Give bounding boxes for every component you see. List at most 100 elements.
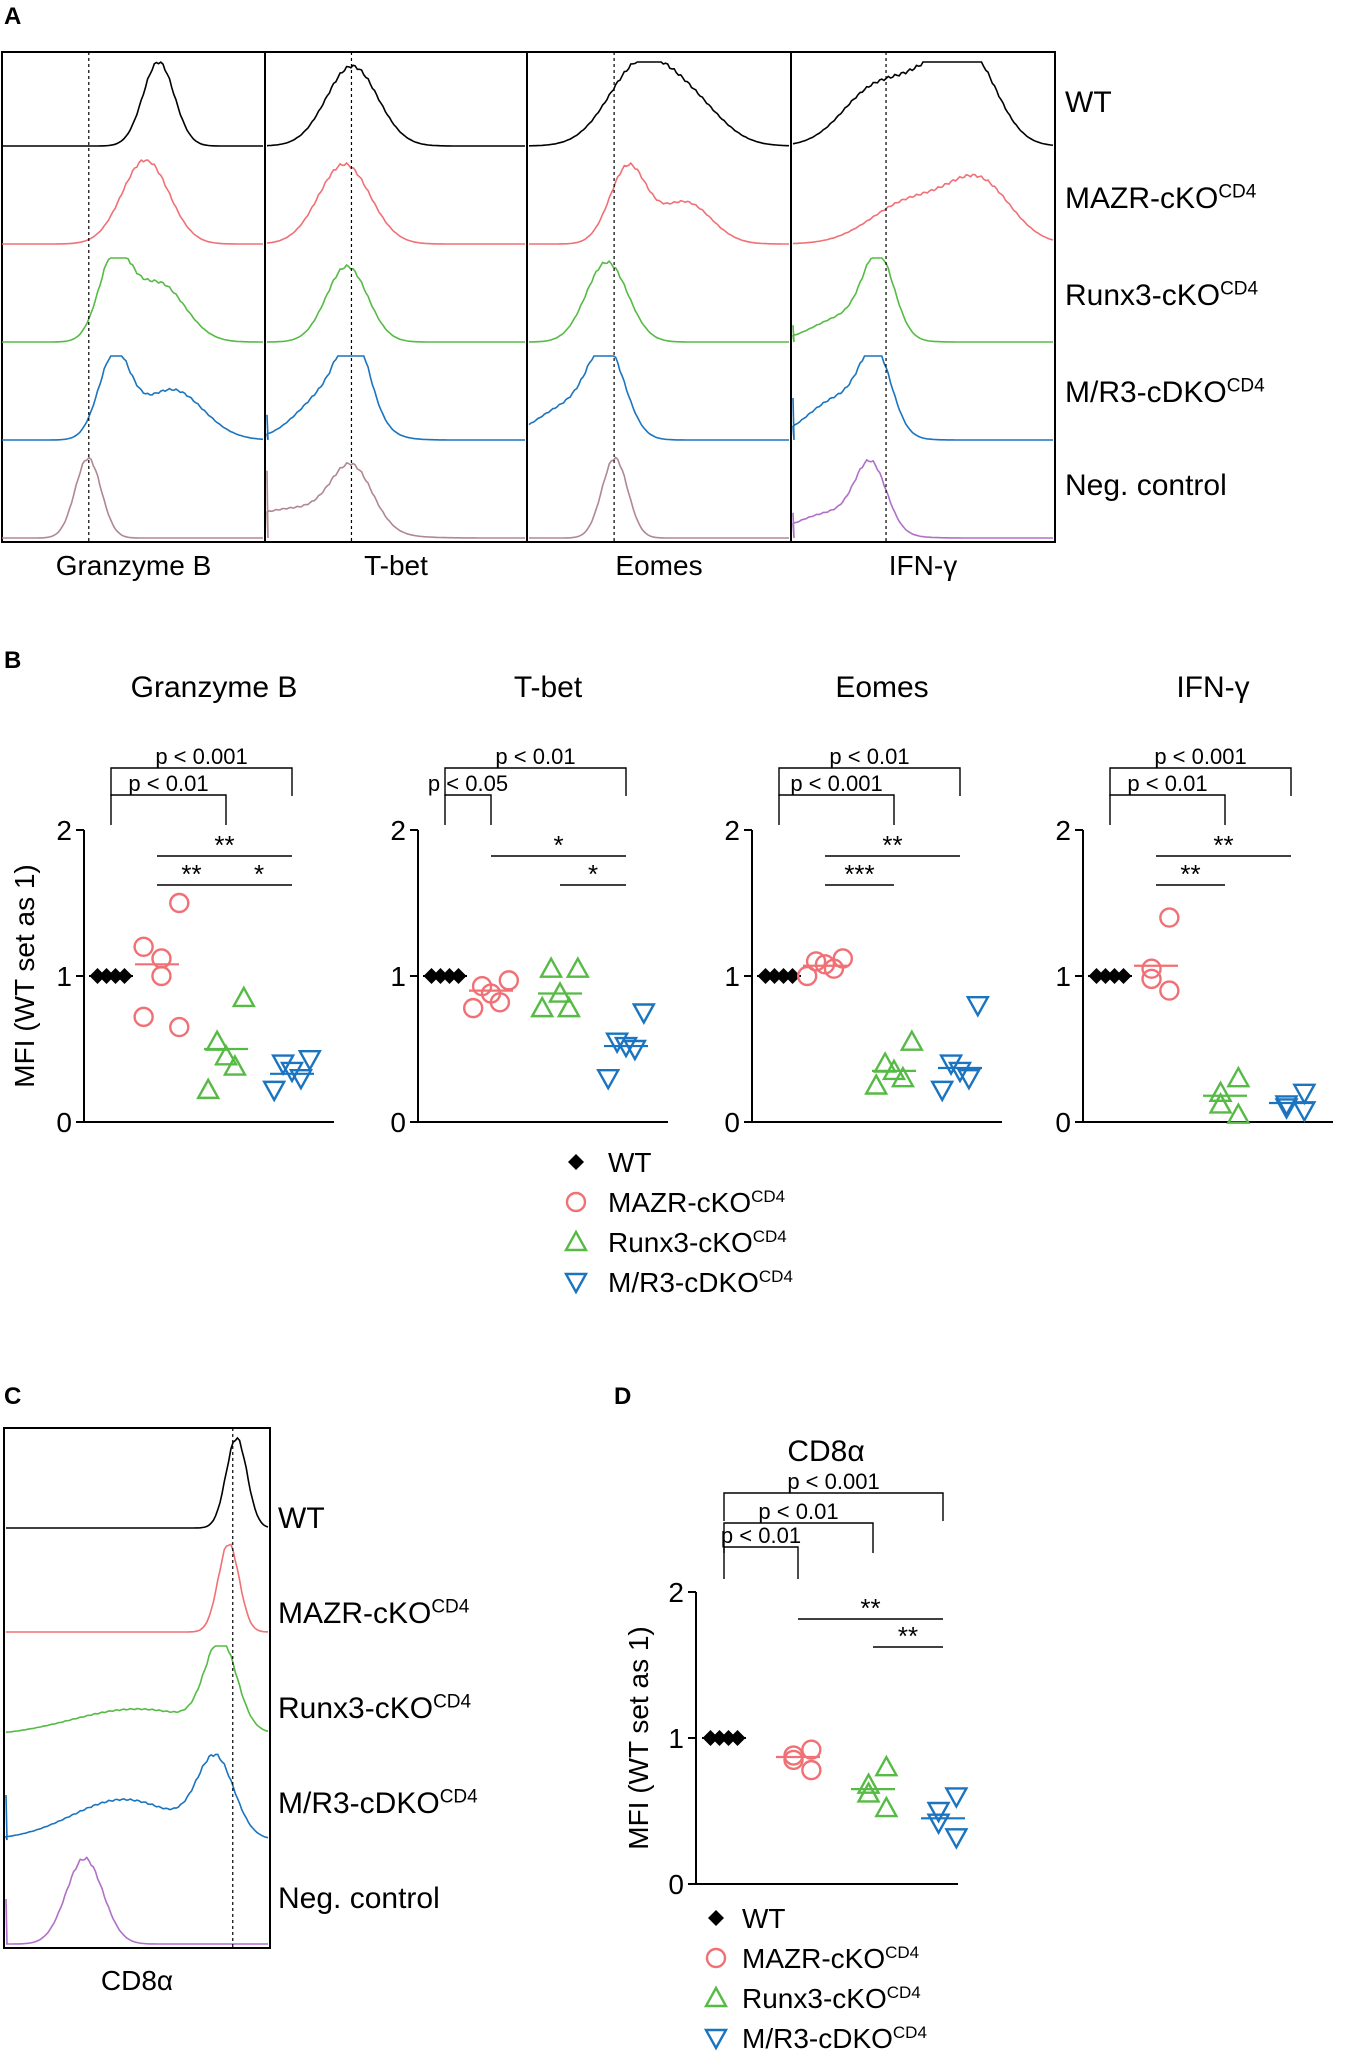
d-legend-marker-runx3 (703, 1985, 729, 2008)
d-legend-label-mr3-sup: CD4 (893, 2023, 927, 2042)
c-row-label-mr3-base: M/R3-cDKO (278, 1787, 440, 1820)
significance-label: * (254, 859, 264, 889)
data-point-mazr (169, 892, 190, 914)
y-tick-label: 2 (668, 1577, 684, 1608)
data-point-runx3 (1226, 1065, 1251, 1088)
histogram-wt-2 (529, 61, 789, 147)
data-point-mazr (1159, 907, 1180, 928)
row-label-mr3-base: M/R3-cDKO (1065, 376, 1227, 409)
p-value-label: p < 0.001 (790, 771, 882, 796)
histogram-mr3-0 (2, 355, 264, 441)
data-point-runx3 (231, 985, 256, 1008)
d-legend-label-mr3-base: M/R3-cDKO (742, 2023, 893, 2054)
plot-title: Eomes (835, 671, 928, 704)
y-tick-label: 0 (668, 1869, 684, 1900)
data-point-runx3 (899, 1029, 924, 1051)
y-tick-label: 1 (668, 1723, 684, 1754)
data-point-runx3 (556, 995, 581, 1018)
data-point-runx3 (539, 956, 564, 978)
histogram-mazr-1 (266, 161, 525, 245)
data-point-mr3 (947, 1061, 973, 1084)
bracket (1109, 794, 1226, 825)
data-point-mr3 (297, 1050, 322, 1072)
p-value-label: p < 0.001 (155, 744, 247, 769)
c-row-label-mazr: MAZR-cKOCD4 (278, 1597, 470, 1631)
d-legend-label-wt: WT (742, 1903, 786, 1934)
data-point-mazr (498, 970, 520, 991)
histogram-wt-0 (2, 61, 263, 147)
data-point-mazr (801, 1739, 822, 1760)
data-point-mazr (1141, 968, 1162, 990)
plot-title: T-bet (514, 671, 583, 704)
p-value-label: p < 0.01 (128, 771, 208, 796)
legend-marker-wt (568, 1154, 584, 1170)
data-point-mazr (169, 1016, 190, 1038)
plot-title: CD8α (787, 1435, 864, 1468)
data-point-runx3 (1208, 1080, 1233, 1102)
data-point-mazr (783, 1745, 804, 1766)
data-point-runx3 (874, 1754, 899, 1777)
row-label-mr3-sup: CD4 (1227, 376, 1265, 397)
p-value-label: p < 0.01 (829, 744, 909, 769)
histogram-c-mazr (6, 1543, 269, 1633)
histogram-wt-1 (266, 64, 525, 147)
histogram-wt-3 (792, 61, 1054, 146)
panel-label-c: C (4, 1383, 21, 1410)
row-label-wt-base: WT (1065, 86, 1112, 119)
c-row-label-mazr-base: MAZR-cKO (278, 1597, 431, 1630)
d-legend-label-runx3-base: Runx3-cKO (742, 1983, 887, 2014)
y-axis-label: MFI (WT set as 1) (623, 1626, 654, 1850)
c-row-label-wt: WT (278, 1502, 325, 1535)
legend-label-mazr-sup: CD4 (751, 1187, 785, 1206)
d-legend-label-mazr-sup: CD4 (885, 1943, 919, 1962)
p-value-label: p < 0.01 (1127, 771, 1207, 796)
legend-label-mr3-base: M/R3-cDKO (608, 1267, 759, 1298)
legend-label-runx3: Runx3-cKOCD4 (608, 1227, 787, 1258)
c-row-label-runx3-base: Runx3-cKO (278, 1692, 433, 1725)
c-row-label-runx3: Runx3-cKOCD4 (278, 1692, 472, 1726)
d-legend-marker-mazr (705, 1947, 727, 1969)
data-point-mazr (783, 1749, 804, 1771)
data-point-runx3 (213, 1043, 239, 1066)
hist-column-label: T-bet (364, 550, 428, 581)
data-point-mr3 (279, 1061, 305, 1084)
d-legend-label-mazr-base: MAZR-cKO (742, 1943, 885, 1974)
data-point-mazr (133, 1006, 154, 1028)
y-tick-label: 0 (56, 1107, 72, 1138)
plot-title: IFN-γ (1176, 671, 1249, 704)
p-value-label: p < 0.01 (721, 1523, 801, 1548)
y-tick-label: 0 (724, 1107, 740, 1138)
data-point-mazr (151, 965, 172, 987)
histogram-mazr-2 (529, 161, 789, 245)
data-point-mr3 (596, 1069, 621, 1091)
data-point-mr3 (926, 1813, 951, 1836)
c-row-label-neg-control: Neg. control (278, 1882, 440, 1915)
legend-label-mazr: MAZR-cKOCD4 (608, 1187, 785, 1218)
significance-label: *** (844, 859, 874, 889)
row-label-runx3: Runx3-cKOCD4 (1065, 279, 1259, 313)
row-label-mazr: MAZR-cKOCD4 (1065, 182, 1257, 216)
data-point-runx3 (205, 1029, 230, 1051)
histogram-neg-3 (792, 458, 1053, 539)
histogram-neg-2 (529, 456, 789, 539)
y-tick-label: 1 (56, 961, 72, 992)
legend-label-mr3: M/R3-cDKOCD4 (608, 1267, 793, 1298)
data-point-mazr (1159, 980, 1180, 1001)
data-point-runx3 (1226, 1102, 1251, 1124)
histogram-runx3-0 (2, 257, 263, 343)
p-value-label: p < 0.01 (495, 744, 575, 769)
legend-label-runx3-sup: CD4 (753, 1227, 787, 1246)
plot-title: Granzyme B (131, 671, 298, 704)
p-value-label: p < 0.001 (1154, 744, 1246, 769)
histogram-c-neg (5, 1856, 268, 1945)
legend-label-mr3-sup: CD4 (759, 1267, 793, 1286)
bracket (110, 794, 227, 825)
legend-marker-runx3 (563, 1229, 589, 1252)
data-point-mr3 (944, 1828, 969, 1850)
y-tick-label: 2 (56, 815, 72, 846)
bracket (110, 767, 293, 796)
